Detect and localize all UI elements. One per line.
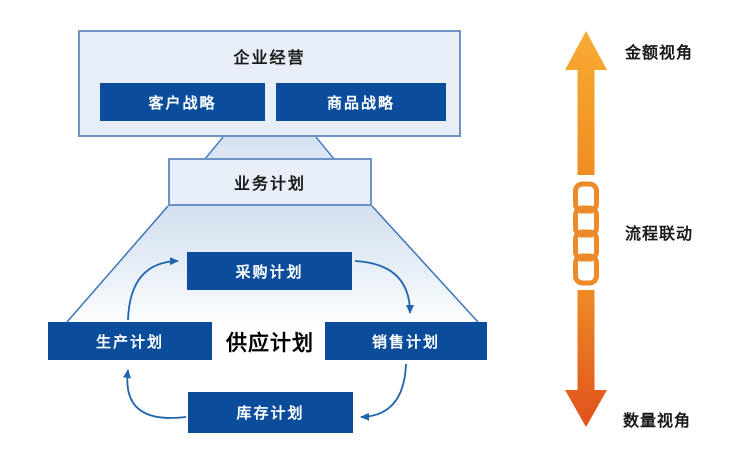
procurement-plan-box: 采购计划 [187, 252, 352, 290]
supply-plan-center-label: 供应计划 [226, 332, 314, 355]
funnel-right-edge [371, 205, 479, 323]
quantity-down-arrow-icon [565, 290, 607, 427]
funnel-left-edge [66, 205, 169, 323]
cycle-arrow-procurement-to-sales [354, 260, 414, 314]
sales-plan-box: 销售计划 [325, 322, 487, 360]
top-connector-trapezoid [205, 137, 334, 159]
business-plan-label: 业务计划 [233, 176, 306, 193]
procurement-plan-label: 采购计划 [235, 263, 304, 281]
cycle-arrow-production-to-procurement [127, 257, 179, 321]
top-connector-right-edge [315, 136, 335, 160]
inventory-plan-box: 库存计划 [188, 392, 353, 433]
quantity-view-label: 数量视角 [623, 413, 692, 430]
product-strategy-box: 商品战略 [276, 83, 446, 121]
cycle-arrow-inventory-to-production [123, 369, 187, 419]
inventory-plan-label: 库存计划 [236, 405, 305, 422]
chain-links-icon [573, 181, 599, 286]
amount-view-label: 金额视角 [625, 45, 694, 62]
production-plan-box: 生产计划 [48, 322, 212, 360]
customer-strategy-box: 客户战略 [100, 83, 265, 121]
sales-plan-label: 销售计划 [371, 333, 440, 351]
production-plan-label: 生产计划 [95, 333, 164, 351]
process-linkage-label: 流程联动 [625, 226, 694, 243]
enterprise-operations-title: 企业经营 [233, 50, 306, 67]
cycle-arrow-sales-to-inventory [360, 363, 407, 421]
customer-strategy-label: 客户战略 [148, 94, 217, 112]
product-strategy-label: 商品战略 [326, 94, 395, 112]
top-connector-left-edge [204, 136, 224, 160]
enterprise-operations-box: 企业经营 客户战略 商品战略 [78, 30, 461, 137]
amount-up-arrow-icon [565, 31, 607, 175]
business-plan-box: 业务计划 [168, 158, 372, 206]
